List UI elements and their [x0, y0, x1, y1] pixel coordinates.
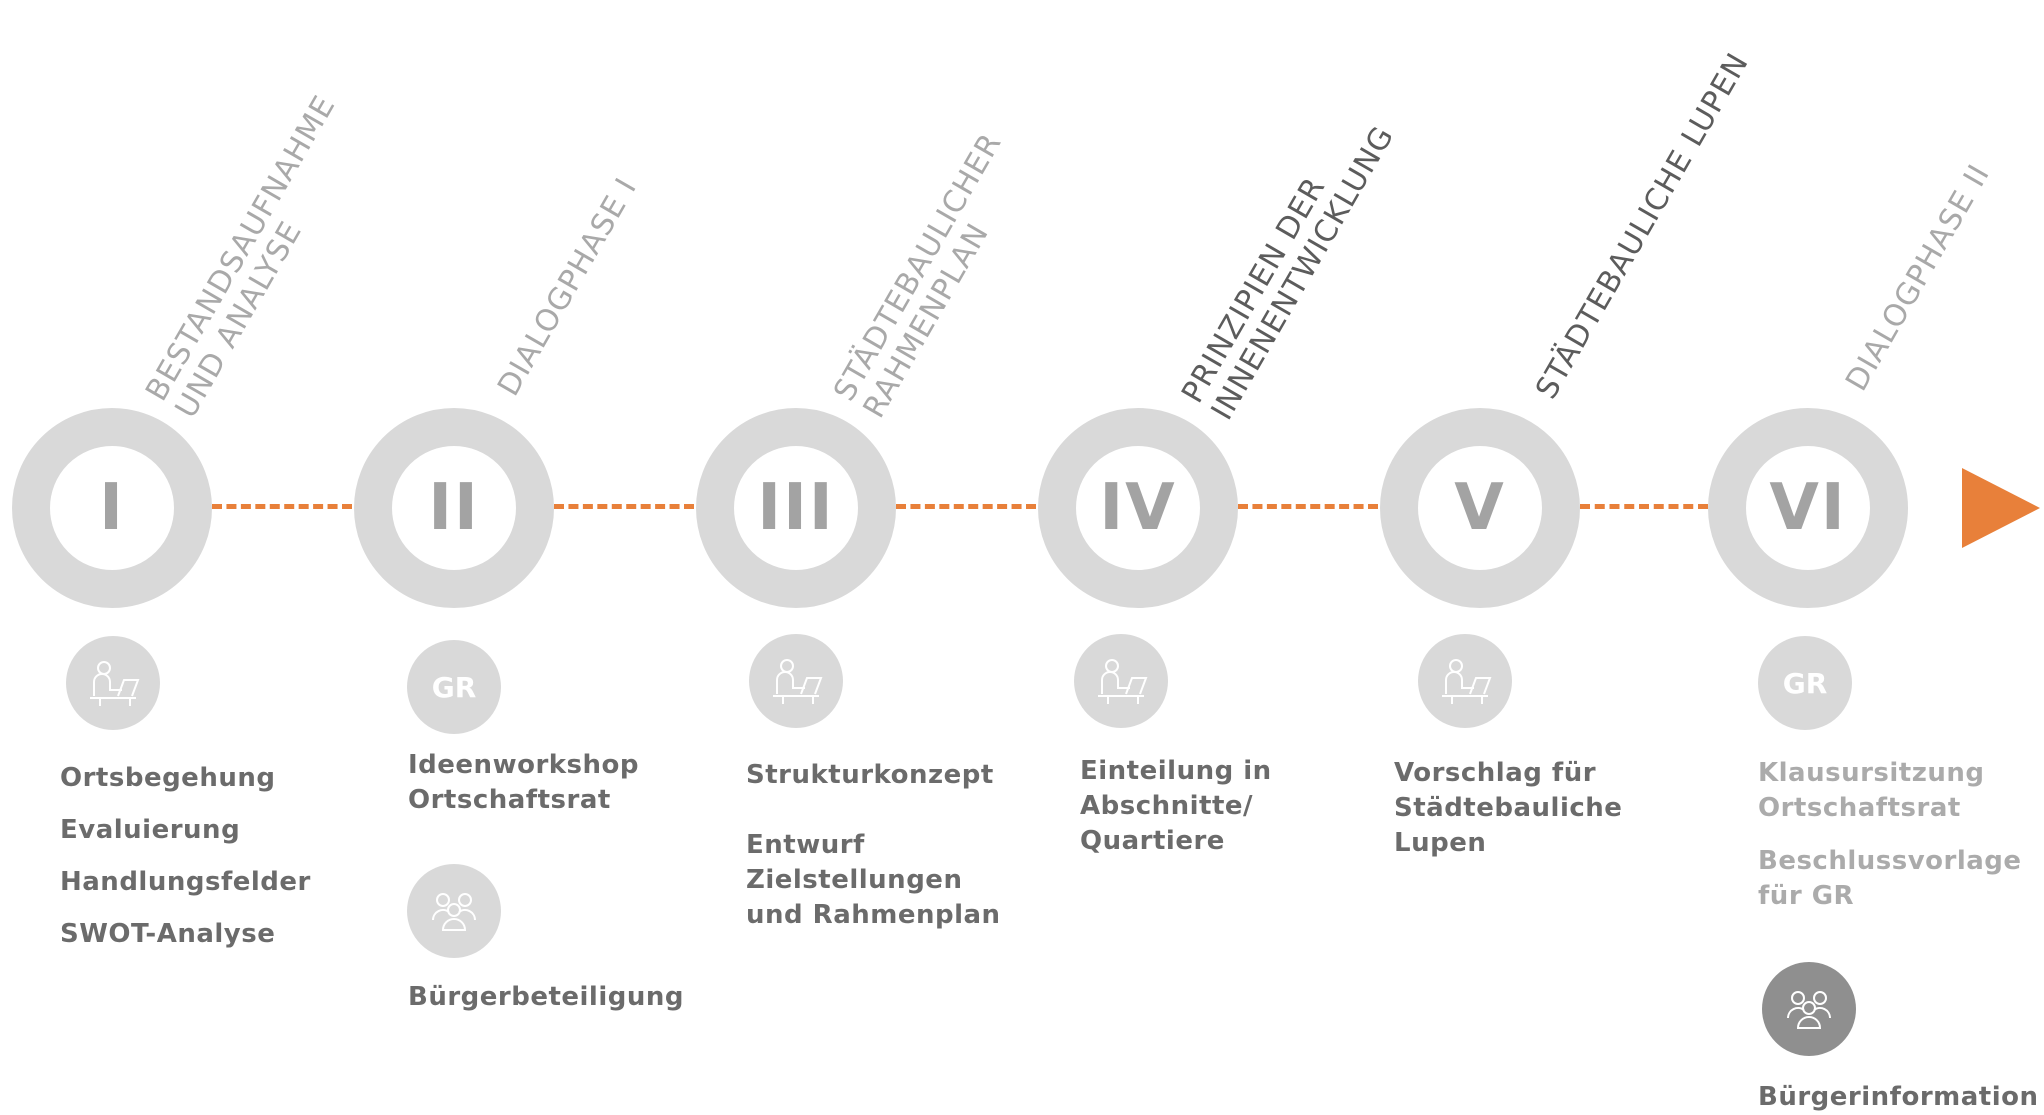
citizens-group-icon: [1762, 962, 1856, 1056]
text-line: Lupen: [1394, 828, 1487, 858]
timeline-arrow-icon: [1962, 468, 2040, 548]
gr-badge-icon: GR: [407, 640, 501, 734]
phase-title-3: STÄDTEBAULICHER RAHMENPLAN: [827, 127, 1038, 424]
text-line: Klausursitzung: [1758, 758, 1985, 788]
phase-title-line: INNENENTWICKLUNG: [1204, 120, 1402, 427]
phase-numeral: III: [757, 471, 835, 545]
desk-worker-icon: [66, 636, 160, 730]
list-item: Evaluierung: [60, 815, 241, 845]
phase-title-line: DIALOGPHASE I: [491, 171, 645, 402]
phase-numeral: I: [99, 471, 125, 545]
phase3-item1: Strukturkonzept: [746, 760, 994, 790]
gr-label: GR: [431, 670, 477, 704]
connector-1-2: [212, 504, 352, 509]
connector-4-5: [1238, 504, 1378, 509]
list-item: SWOT-Analyse: [60, 919, 276, 949]
phase6-item2: Beschlussvorlage für GR: [1758, 844, 2022, 914]
phase-title-5: STÄDTEBAULICHE LUPEN: [1529, 46, 1757, 406]
phase-title-line: STÄDTEBAULICHE LUPEN: [1529, 46, 1757, 406]
phase-ring-4: IV: [1038, 408, 1238, 608]
gr-label: GR: [1782, 666, 1828, 700]
phase-numeral: IV: [1099, 471, 1177, 545]
connector-3-4: [896, 504, 1036, 509]
text-line: Städtebauliche: [1394, 793, 1623, 823]
text-line: Abschnitte/: [1080, 791, 1254, 821]
citizens-group-icon: [407, 864, 501, 958]
text-line: Einteilung in: [1080, 756, 1272, 786]
list-item: Ortsbegehung: [60, 763, 276, 793]
phase-title-1: BESTANDSAUFNAHME UND ANALYSE: [139, 89, 372, 424]
phase4-items: Einteilung in Abschnitte/ Quartiere: [1080, 754, 1272, 859]
phase-ring-6: VI: [1708, 408, 1908, 608]
phase-title-2: DIALOGPHASE I: [491, 171, 645, 402]
text-line: für GR: [1758, 881, 1855, 911]
text-line: und Rahmenplan: [746, 900, 1001, 930]
phase1-list: Ortsbegehung Evaluierung Handlungsfelder…: [60, 752, 311, 960]
connector-5-6: [1580, 504, 1708, 509]
gr-badge-icon: GR: [1758, 636, 1852, 730]
phase-title-4: PRINZIPIEN DER INNENENTWICKLUNG: [1175, 104, 1402, 427]
phase-numeral: VI: [1769, 471, 1847, 545]
text-line: Zielstellungen: [746, 865, 963, 895]
text-line: Ideenworkshop: [408, 750, 640, 780]
phase-ring-3: III: [696, 408, 896, 608]
phase-numeral: II: [428, 471, 480, 545]
phase-numeral: V: [1454, 471, 1506, 545]
phase-title-line: PRINZIPIEN DER: [1175, 171, 1333, 409]
text-line: Vorschlag für: [1394, 758, 1597, 788]
phase6-item1: Klausursitzung Ortschaftsrat: [1758, 756, 1985, 826]
phase-ring-5: V: [1380, 408, 1580, 608]
phase2-item2: Bürgerbeteiligung: [408, 982, 685, 1012]
desk-worker-icon: [749, 634, 843, 728]
phase6-item3: Bürgerinformation: [1758, 1082, 2039, 1112]
text-line: Beschlussvorlage: [1758, 846, 2022, 876]
text-line: Entwurf: [746, 830, 865, 860]
list-item: Handlungsfelder: [60, 867, 311, 897]
phase-title-line: UND ANALYSE: [168, 215, 310, 424]
phase5-items: Vorschlag für Städtebauliche Lupen: [1394, 756, 1622, 861]
text-line: Ortschaftsrat: [1758, 793, 1961, 823]
phase-title-line: BESTANDSAUFNAHME: [139, 89, 343, 408]
phase2-item1: Ideenworkshop Ortschaftsrat: [408, 748, 639, 818]
phase-ring-2: II: [354, 408, 554, 608]
phase-ring-1: I: [12, 408, 212, 608]
text-line: Ortschaftsrat: [408, 785, 611, 815]
text-line: Quartiere: [1080, 826, 1225, 856]
connector-2-3: [554, 504, 694, 509]
desk-worker-icon: [1074, 634, 1168, 728]
phase3-item2: Entwurf Zielstellungen und Rahmenplan: [746, 828, 1001, 933]
phase-title-line: DIALOGPHASE II: [1839, 158, 1998, 397]
phase-title-6: DIALOGPHASE II: [1839, 158, 1998, 397]
desk-worker-icon: [1418, 634, 1512, 728]
